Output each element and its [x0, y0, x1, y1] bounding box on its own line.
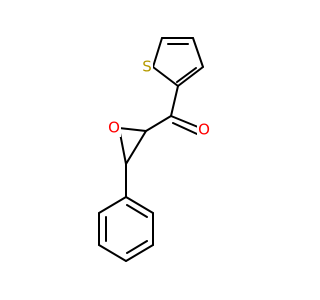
bond-ph-1-2: [98, 196, 127, 214]
epoxide-oxygen-label-bg: [107, 119, 121, 137]
carbonyl-oxygen-label: O: [198, 121, 210, 139]
bond-s-c5: [152, 37, 163, 68]
bond-c2-s: [152, 66, 179, 87]
bond-ph-6-1: [125, 196, 154, 214]
sulfur-label-bg: [139, 58, 153, 76]
bond-carbonyl-oxygen-2: [172, 122, 198, 135]
bond-c3-c2: [125, 130, 147, 165]
carbonyl-oxygen-label-bg: [197, 121, 211, 139]
bond-ph-4-5: [125, 244, 154, 262]
structure-canvas: S O O: [98, 37, 211, 262]
sulfur-label: S: [142, 58, 152, 76]
bond-ph-3-4: [98, 244, 127, 262]
carbonyl-group: [145, 85, 199, 135]
double-bond-ph-c: [126, 204, 148, 218]
epoxide-oxygen-label: O: [108, 119, 120, 137]
bond-thienyl-carbonyl: [170, 85, 179, 117]
epoxide-ring: [118, 127, 147, 165]
atom-labels: S O O: [107, 58, 211, 139]
bond-carbonyl-epoxide: [145, 115, 172, 132]
bond-c4-c3: [192, 37, 204, 68]
double-bond-ph-b: [126, 240, 148, 254]
bond-carbonyl-oxygen-1: [170, 115, 199, 128]
thiophene-ring: [152, 37, 204, 87]
double-bond-c3-c2: [176, 67, 197, 83]
bond-c3-c2: [177, 66, 204, 87]
phenyl-ring: [98, 163, 154, 262]
bond-c2-o: [118, 127, 147, 132]
